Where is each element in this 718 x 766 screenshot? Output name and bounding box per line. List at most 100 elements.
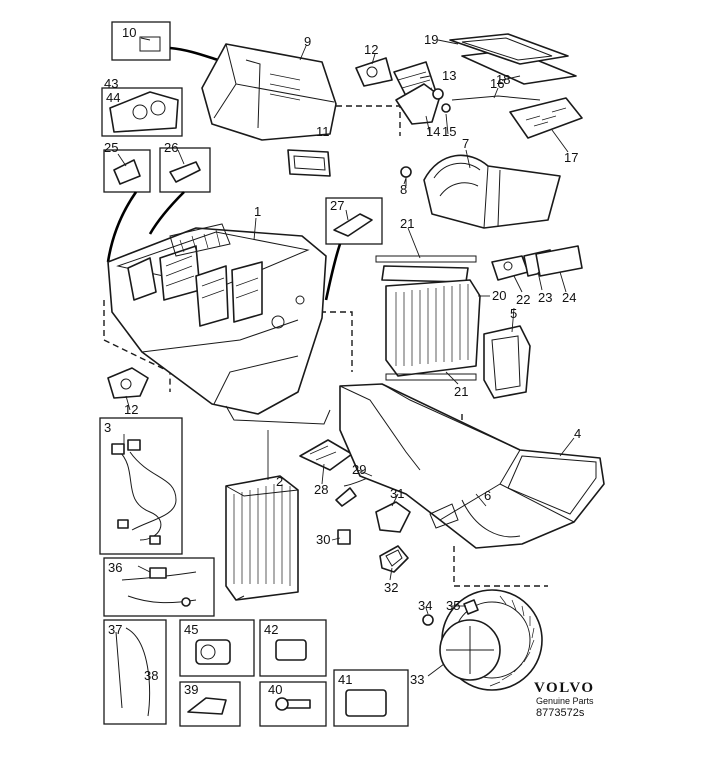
valve-24 <box>535 245 583 277</box>
grille-17-slots <box>525 107 567 127</box>
vent-1d <box>231 261 263 323</box>
rod-16 <box>451 95 541 101</box>
leader-4 <box>559 437 575 457</box>
leader-24 <box>559 271 567 293</box>
callout-28: 28 <box>314 482 328 497</box>
callout-3: 3 <box>104 420 111 435</box>
leader-10 <box>140 37 151 41</box>
inset-box-37-38 <box>103 619 167 725</box>
leader-15 <box>445 113 449 135</box>
callout-32: 32 <box>384 580 398 595</box>
upper-duct-9-ribs <box>269 73 301 101</box>
actuator-12-bottom <box>107 367 149 399</box>
clip-26 <box>169 161 201 183</box>
pipe-21-top <box>381 265 469 283</box>
resistor-31 <box>375 501 411 533</box>
bracket-14 <box>395 83 441 125</box>
callout-19: 19 <box>424 32 438 47</box>
washer-15 <box>441 103 451 113</box>
switch-45-knob <box>200 644 216 660</box>
callout-2: 2 <box>276 474 283 489</box>
duct-seal-5 <box>483 325 531 399</box>
callout-29: 29 <box>352 462 366 477</box>
leader-1 <box>253 217 257 241</box>
inset-box-41 <box>333 669 409 727</box>
leader-32 <box>389 567 393 581</box>
leader-22 <box>513 275 523 293</box>
leader-33 <box>427 663 445 677</box>
callout-10: 10 <box>122 25 136 40</box>
plug-36 <box>181 597 191 607</box>
harness-3-b <box>129 451 177 531</box>
leader-16 <box>493 87 499 99</box>
label-plate <box>139 36 161 52</box>
connector-3c <box>117 519 129 529</box>
clip-29-body <box>335 487 357 507</box>
leader-6 <box>475 493 487 507</box>
upper-duct-9-edges <box>213 43 335 129</box>
housing-1-upper-grid <box>169 223 231 257</box>
nut-15 <box>432 88 444 100</box>
bracket-28-slots <box>309 445 337 461</box>
gasket-32-inner <box>385 549 403 567</box>
air-intake-7-edges <box>483 165 501 229</box>
grille-17 <box>509 97 583 139</box>
housing-1-lower-edges <box>141 319 299 405</box>
blower-housing-4-seal <box>429 503 459 529</box>
inset-box-10 <box>111 21 171 61</box>
clip-35 <box>463 599 479 615</box>
leader-30 <box>331 537 341 541</box>
leader-9 <box>299 45 307 61</box>
callout-25: 25 <box>104 140 118 155</box>
inset-box-25 <box>103 149 151 193</box>
link-10-9 <box>169 46 219 62</box>
callout-30: 30 <box>316 532 330 547</box>
inset-box-43-44 <box>101 87 183 137</box>
heater-core-2-frame <box>225 485 299 601</box>
leader-17 <box>551 129 569 153</box>
callout-16: 16 <box>490 76 504 91</box>
callout-11: 11 <box>316 124 330 139</box>
callout-1: 1 <box>254 204 261 219</box>
callout-37: 37 <box>108 622 122 637</box>
dash-12 <box>103 300 171 392</box>
evaporator-20 <box>385 279 481 377</box>
screw-34 <box>422 614 434 626</box>
callout-23: 23 <box>538 290 552 305</box>
link-26 <box>148 191 185 235</box>
link-25 <box>106 191 138 263</box>
callout-38: 38 <box>144 668 158 683</box>
leader-13 <box>419 75 431 79</box>
callout-20: 20 <box>492 288 506 303</box>
callout-17: 17 <box>564 150 578 165</box>
inset-box-36 <box>103 557 215 617</box>
blower-motor-33-cross <box>446 626 494 674</box>
leader-31 <box>391 493 399 507</box>
leader-5 <box>511 307 515 333</box>
lever-27 <box>333 213 373 237</box>
dash-33 <box>453 546 548 587</box>
bracket-28 <box>299 439 353 471</box>
leader-8 <box>403 177 407 185</box>
leader-14 <box>425 115 431 135</box>
harness-3-a <box>117 449 162 541</box>
vent-louvres <box>165 255 259 299</box>
leader-29 <box>357 469 373 477</box>
callout-14: 14 <box>426 124 440 139</box>
callout-4: 4 <box>574 426 581 441</box>
inset-box-42 <box>259 619 327 677</box>
callout-27: 27 <box>330 198 344 213</box>
connector-3b <box>127 439 141 451</box>
link-27 <box>324 243 342 301</box>
duct-seal-5-inner <box>491 335 521 391</box>
callout-8: 8 <box>400 182 407 197</box>
leader-28 <box>321 463 325 485</box>
leader-12-top <box>371 53 376 65</box>
gasket-32 <box>379 545 409 573</box>
leader-21-bottom <box>445 371 459 385</box>
leader-27 <box>345 209 349 221</box>
evaporator-20-fins <box>395 284 469 366</box>
leader-21-top <box>407 227 421 259</box>
callout-33: 33 <box>410 672 424 687</box>
